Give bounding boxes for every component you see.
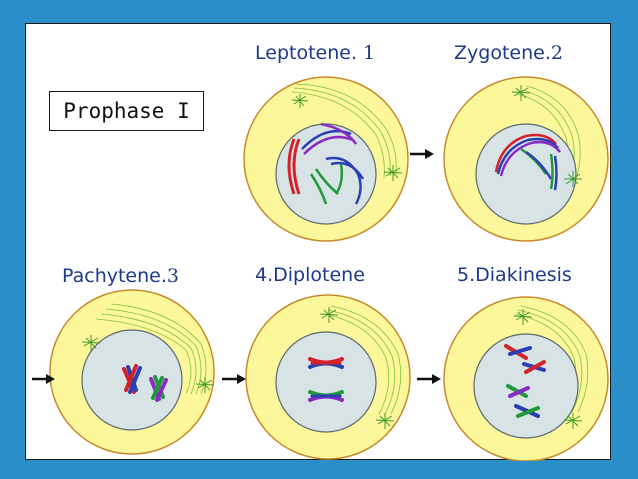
centrosome-icon (81, 335, 101, 351)
slide-panel: Prophase I Leptotene. 1 Zygotene.2 Pachy… (25, 23, 611, 461)
centrosome-icon (375, 413, 395, 429)
centrosome-icon (563, 413, 583, 429)
label-diakinesis: 5.Diakinesis (457, 264, 572, 286)
arrow-right-icon (417, 374, 441, 384)
meiosis-diagram (32, 76, 609, 461)
cell-leptotene (243, 76, 409, 242)
centrosome-icon (513, 309, 533, 325)
cell-diakinesis (443, 296, 609, 461)
cell-pachytene (49, 289, 215, 455)
arrow-right-icon (410, 149, 434, 159)
cell-zygotene (443, 76, 609, 242)
centrosome-icon (195, 377, 215, 393)
arrow-right-icon (32, 374, 55, 384)
cell-diplotene (245, 294, 411, 460)
diagram-title: Prophase I (49, 91, 204, 131)
centrosome-icon (383, 165, 403, 181)
centrosome-icon (564, 171, 582, 187)
centrosome-icon (511, 85, 531, 101)
label-diplotene: 4.Diplotene (255, 264, 365, 286)
centrosome-icon (291, 94, 309, 108)
label-leptotene: Leptotene. 1 (255, 42, 376, 64)
centrosome-icon (319, 307, 339, 323)
arrow-right-icon (222, 374, 246, 384)
label-zygotene: Zygotene.2 (454, 42, 563, 64)
label-pachytene: Pachytene.3 (62, 265, 179, 287)
